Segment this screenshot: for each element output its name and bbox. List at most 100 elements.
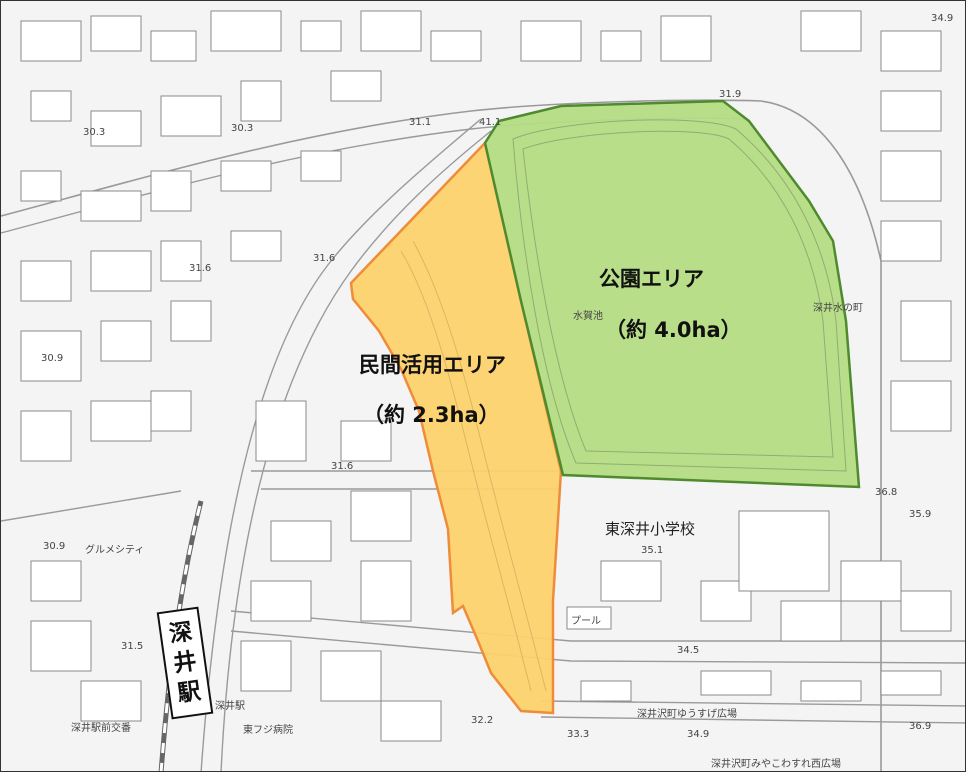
pool (566, 606, 612, 630)
town-label: 深井水の町 (813, 303, 863, 314)
building-block (380, 700, 442, 742)
park-area[interactable] (483, 99, 861, 489)
water-label: 水賀池 (573, 311, 603, 322)
elevation-label: 30.3 (83, 127, 106, 138)
building-block (300, 150, 342, 182)
building-block (890, 380, 952, 432)
building-block (30, 620, 92, 672)
private-area-size: （約 2.3ha） (363, 403, 500, 427)
building-block (20, 20, 82, 62)
building-block (90, 250, 152, 292)
building-block (800, 10, 862, 52)
building-block (880, 90, 942, 132)
elevation-label: 31.9 (719, 89, 742, 100)
buildings (20, 10, 952, 742)
building-block (240, 80, 282, 122)
pool-label: プール (571, 616, 601, 627)
building-block (100, 320, 152, 362)
building-block (30, 560, 82, 602)
building-block (240, 640, 292, 692)
building-block (80, 190, 142, 222)
station-char-2: 井 (171, 648, 199, 678)
building-block (900, 590, 952, 632)
building-block (360, 560, 412, 622)
building-block (220, 160, 272, 192)
private-use-area[interactable] (349, 140, 563, 715)
building-block (90, 110, 142, 147)
building-block (600, 560, 662, 602)
building-block (20, 330, 82, 382)
building-block (880, 670, 942, 696)
building-block (600, 30, 642, 62)
elevation-label: 34.9 (687, 729, 710, 740)
building-block (270, 520, 332, 562)
building-block (430, 30, 482, 62)
building-block (880, 220, 942, 262)
building-block (80, 680, 142, 722)
building-block (20, 260, 72, 302)
building-block (90, 400, 152, 442)
station-small-label: 深井駅 (215, 701, 245, 712)
building-block (170, 300, 212, 342)
school-building (738, 510, 830, 592)
building-block (520, 20, 582, 62)
building-block (350, 490, 412, 542)
elevation-label: 35.1 (641, 545, 664, 556)
building-block (900, 300, 952, 362)
elevation-label: 30.9 (43, 541, 66, 552)
elevation-label: 36.9 (909, 721, 932, 732)
building-block (360, 10, 422, 52)
track-outline (512, 119, 847, 472)
building-block (660, 15, 712, 62)
elevation-label: 41.1 (479, 117, 502, 128)
hospital-label: 東フジ病院 (243, 725, 293, 736)
station-char-3: 駅 (175, 678, 203, 708)
elevation-label: 34.5 (677, 645, 700, 656)
koban-label: 深井駅前交番 (71, 723, 131, 734)
elevation-label: 33.3 (567, 729, 590, 740)
park-area-size: （約 4.0ha） (605, 318, 742, 342)
elevation-label: 34.9 (931, 13, 954, 24)
building-block (30, 90, 72, 122)
elevation-label: 31.6 (313, 253, 336, 264)
building-block (160, 240, 202, 282)
building-block (160, 95, 222, 137)
building-block (880, 150, 942, 202)
elevation-label: 35.9 (909, 509, 932, 520)
private-area-name: 民間活用エリア (359, 353, 506, 377)
building-block (340, 420, 392, 462)
park-area-name: 公園エリア (599, 267, 704, 291)
building-block (840, 560, 902, 602)
building-block (255, 400, 307, 462)
building-block (90, 15, 142, 52)
building-block (880, 30, 942, 72)
elevation-label: 31.6 (189, 263, 212, 274)
elevation-label: 30.3 (231, 123, 254, 134)
school-label: 東深井小学校 (605, 520, 696, 538)
building-block (20, 170, 62, 202)
elevation-label: 32.2 (471, 715, 494, 726)
building-block (150, 30, 197, 62)
elevation-label: 30.9 (41, 353, 64, 364)
building-block (210, 10, 282, 52)
elevation-label: 36.8 (875, 487, 898, 498)
building-block (700, 670, 772, 696)
plaza-south-label: 深井沢町みやこわすれ西広場 (711, 759, 841, 770)
building-block (250, 580, 312, 622)
building-block (150, 170, 192, 212)
building-block (320, 650, 382, 702)
gourmet-city-label: グルメシティ (85, 545, 145, 556)
plaza-north-label: 深井沢町ゆうすげ広場 (637, 709, 737, 720)
elevation-label: 31.5 (121, 641, 144, 652)
private-track (400, 240, 547, 692)
building-block (800, 680, 862, 702)
building-block (780, 600, 842, 642)
elevation-label: 31.6 (331, 461, 354, 472)
building-block (580, 680, 632, 702)
building-block (20, 410, 72, 462)
elevation-label: 31.1 (409, 117, 432, 128)
building-block (300, 20, 342, 52)
building-block (330, 70, 382, 102)
building-block (150, 390, 192, 432)
